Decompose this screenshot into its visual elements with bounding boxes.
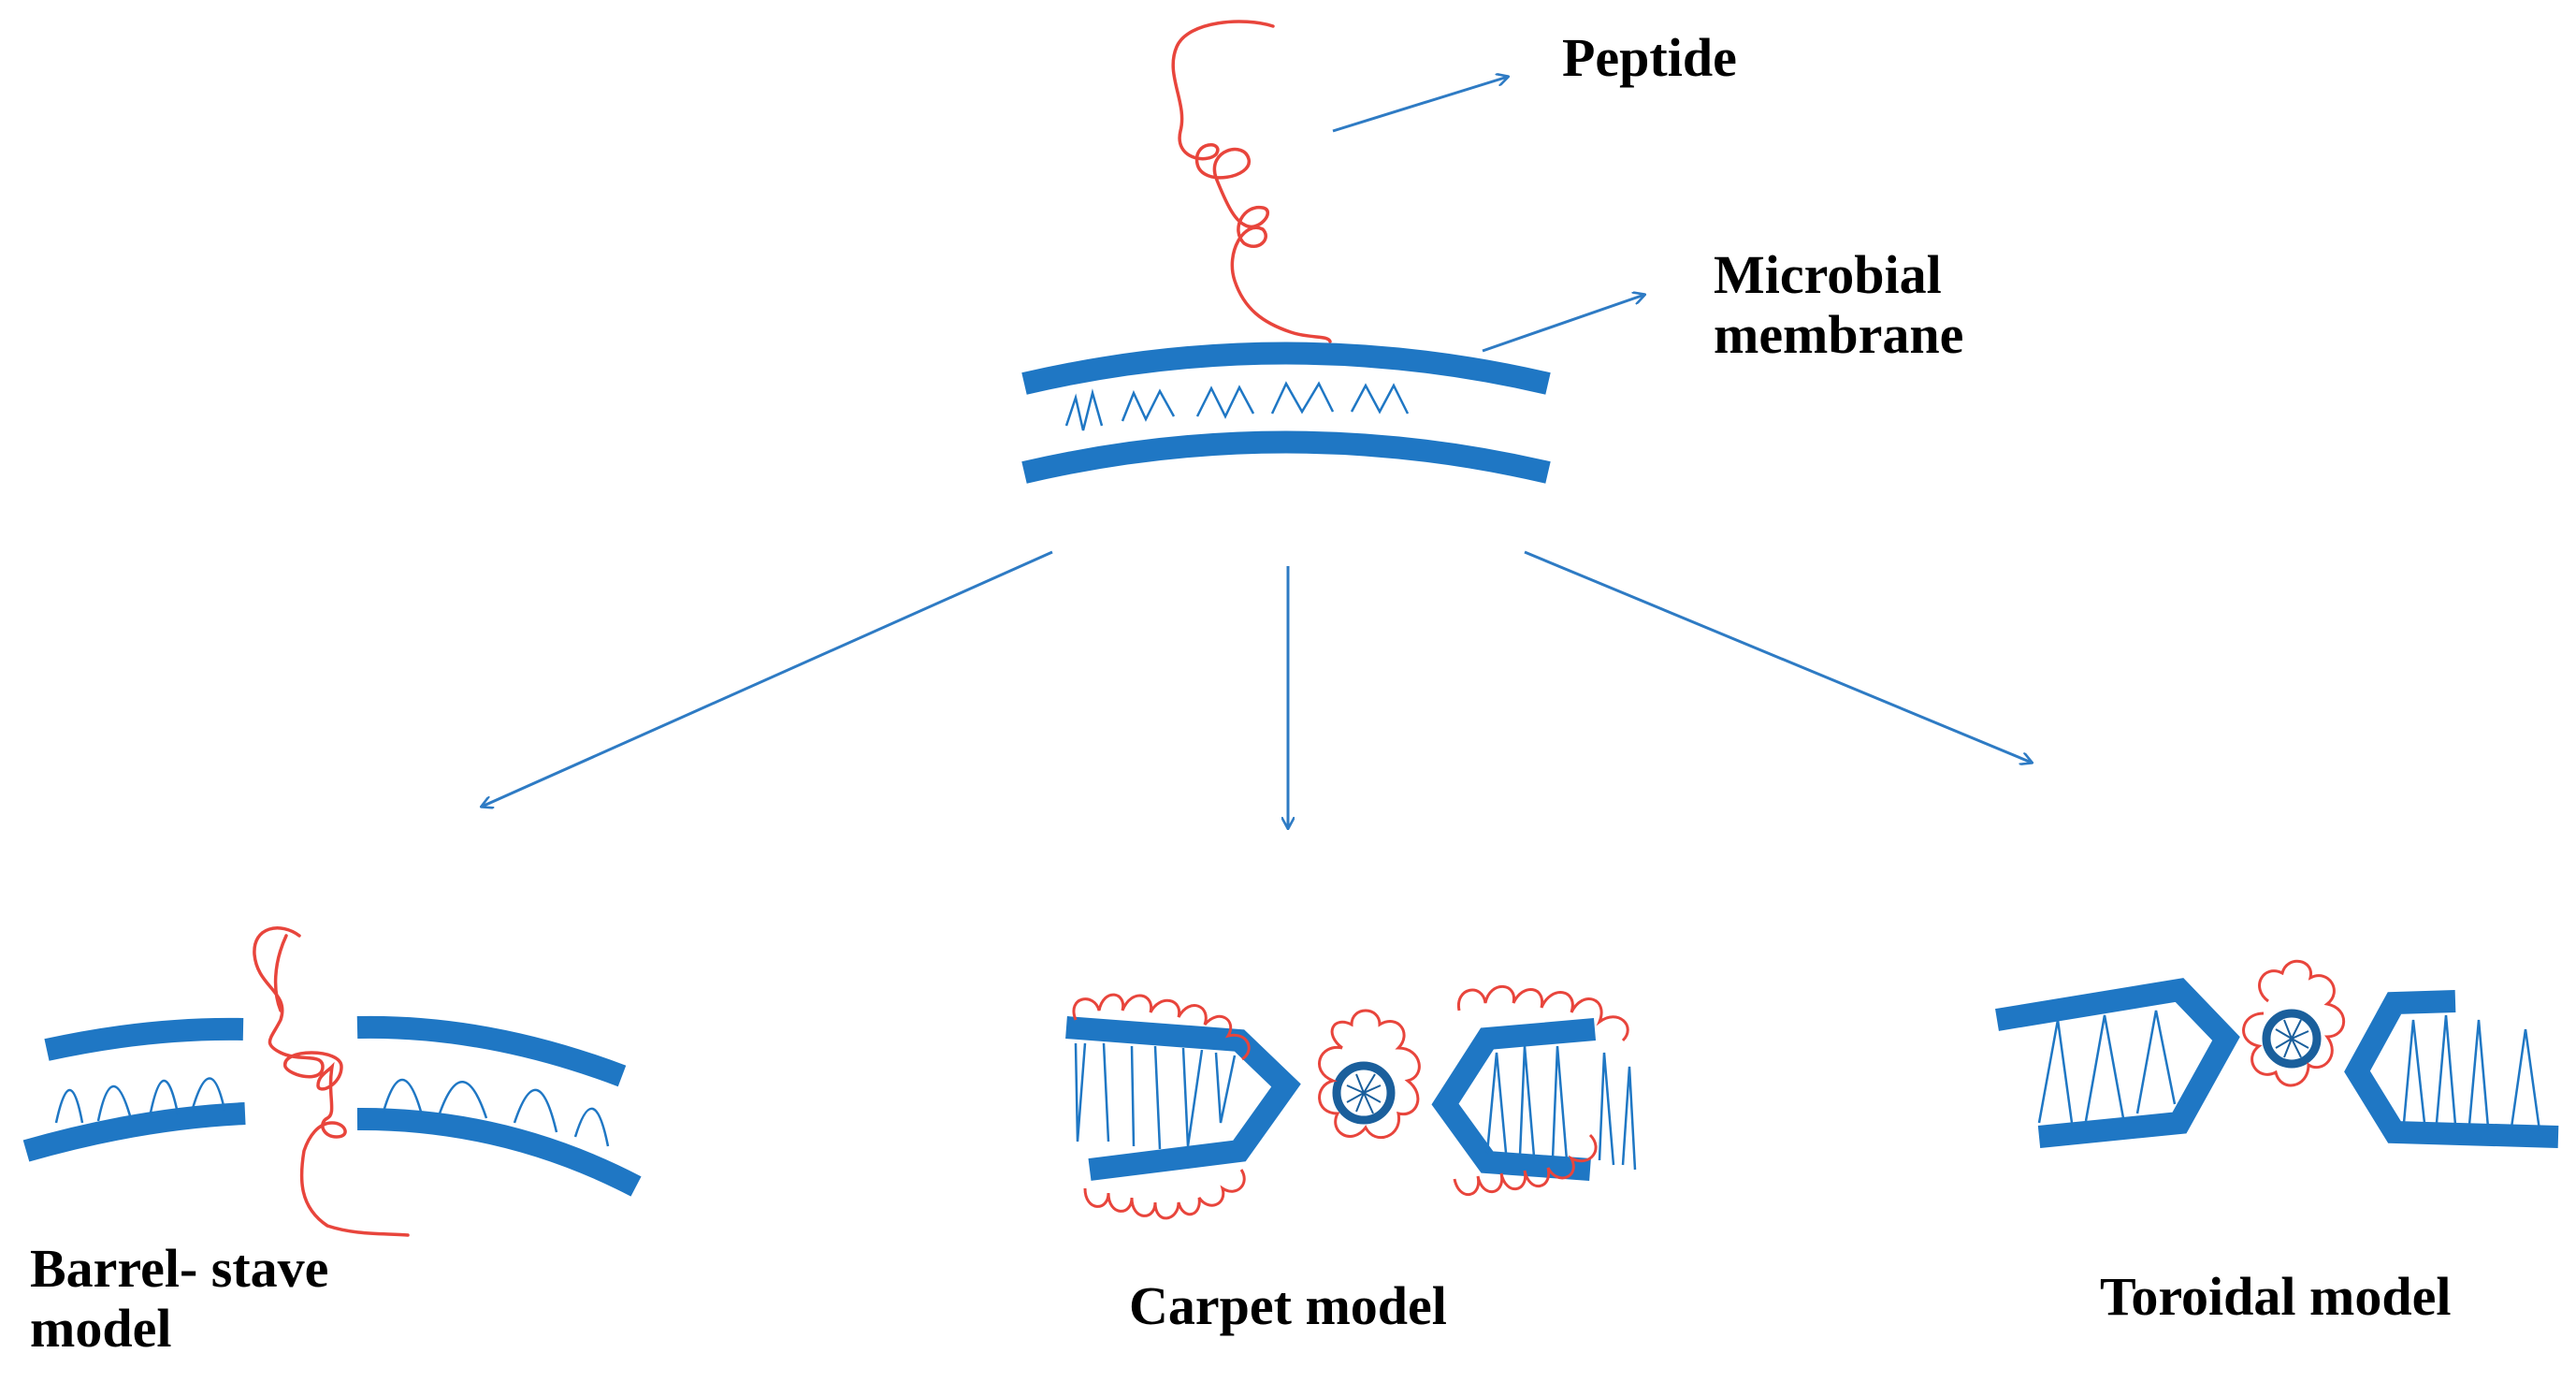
toroidal-right-piece: [2344, 990, 2559, 1148]
top-membrane-lipid-tails: [1064, 381, 1410, 431]
microbial-membrane-label: Microbial membrane: [1714, 245, 1963, 365]
barrel-peptide: [253, 926, 410, 1237]
toroidal-illustration: [1995, 959, 2559, 1148]
toroidal-left-piece: [1995, 978, 2240, 1148]
barrel-right-membrane: [356, 1015, 642, 1197]
arrow-to-peptide: [1332, 77, 1508, 133]
arrow-to-toroidal: [1524, 550, 2032, 763]
barrel-stave-model-label: Barrel- stave model: [30, 1239, 328, 1359]
toroidal-label-text: Toroidal model: [2100, 1266, 2452, 1327]
top-peptide: [1171, 20, 1332, 343]
barrel-label-line1: Barrel- stave: [30, 1238, 329, 1299]
membrane-label-line1: Microbial: [1714, 244, 1942, 305]
peptide-label: Peptide: [1562, 28, 1737, 88]
carpet-micelle: [1318, 1009, 1421, 1140]
toroidal-model-label: Toroidal model: [2100, 1267, 2451, 1327]
carpet-right-piece: [1431, 984, 1637, 1197]
arrow-to-barrel-stave: [482, 550, 1053, 807]
arrow-to-membrane: [1482, 295, 1644, 353]
barrel-label-line2: model: [30, 1298, 172, 1359]
peptide-label-text: Peptide: [1562, 27, 1737, 88]
membrane-label-line2: membrane: [1714, 304, 1964, 365]
carpet-left-piece: [1065, 993, 1301, 1220]
toroidal-pore: [2242, 959, 2346, 1087]
top-membrane: [1021, 342, 1551, 484]
barrel-left-membrane: [22, 1017, 246, 1162]
carpet-illustration: [1065, 984, 1637, 1220]
carpet-label-text: Carpet model: [1129, 1275, 1447, 1336]
barrel-stave-illustration: [22, 926, 642, 1237]
carpet-model-label: Carpet model: [1129, 1276, 1447, 1336]
